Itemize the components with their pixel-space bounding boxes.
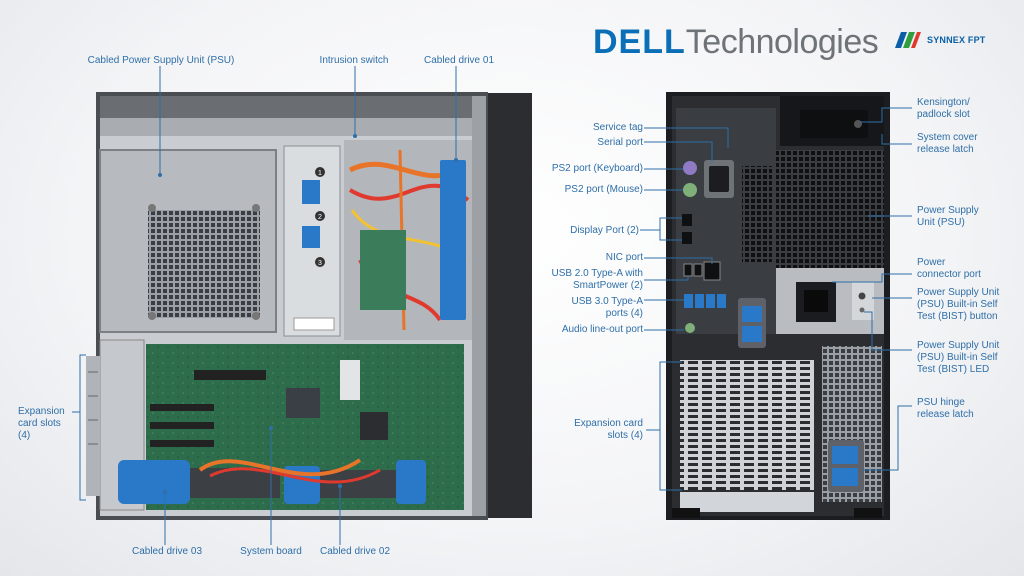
label-bist-button: Power Supply Unit (PSU) Built-in Self Te… [917,287,1000,322]
label-bist-led: Power Supply Unit (PSU) Built-in Self Te… [917,340,1000,375]
dell-wordmark: DELL [593,23,686,61]
label-cover-latch: System cover release latch [917,132,978,155]
label-service-tag: Service tag [592,122,643,133]
bottom-drives [118,458,426,504]
label-intrusion-switch: Intrusion switch [319,55,389,66]
label-expansion-slots-back: Expansion card slots (4) [574,418,643,441]
leaders-back-left [640,127,729,491]
synnex-logo: SYNNEX FPT [893,30,986,50]
step-1: 1 [318,170,322,177]
label-display-port: Display Port (2) [570,225,639,236]
ps2-keyboard-port [683,161,697,175]
audio-port [685,323,695,333]
label-cabled-drive-01: Cabled drive 01 [423,55,495,66]
step-3: 3 [318,260,322,267]
label-cabled-drive-02: Cabled drive 02 [319,546,391,557]
label-power-connector: Power connector port [917,257,981,280]
label-kensington: Kensington/ padlock slot [917,97,970,120]
label-usb3: USB 3.0 Type-A ports (4) [571,296,643,319]
synnex-wordmark: SYNNEX FPT [927,35,986,45]
leaders-back-right [832,107,912,471]
label-expansion-slots-left: Expansion card slots (4) [18,406,65,441]
cable-bundle [344,140,472,340]
technologies-wordmark: Technologies [685,23,879,61]
serial-port [704,160,734,198]
dell-technologies-logo: DELLTechnologies [593,22,879,62]
expansion-brackets [86,356,100,496]
label-nic-port: NIC port [605,252,643,263]
leaders-left [72,66,457,545]
label-psu: Cabled Power Supply Unit (PSU) [87,55,235,66]
label-ps2-mouse: PS2 port (Mouse) [564,184,643,195]
label-system-board: System board [240,546,302,557]
label-psu-hinge-latch: PSU hinge release latch [917,397,974,420]
psu-box [99,149,277,333]
label-serial-port: Serial port [597,137,643,148]
back-panel [666,92,890,520]
drive-cage: 1 2 3 [283,145,341,337]
ps2-mouse-port [683,183,697,197]
step-2: 2 [318,214,322,221]
open-chassis: 1 2 3 [86,92,532,520]
label-power-supply: Power Supply Unit (PSU) [917,205,979,228]
label-audio-out: Audio line-out port [561,324,643,335]
label-usb2: USB 2.0 Type-A with SmartPower (2) [551,268,643,291]
label-ps2-keyboard: PS2 port (Keyboard) [551,163,643,174]
synnex-mark-icon [895,32,921,48]
label-cabled-drive-03: Cabled drive 03 [131,546,203,557]
